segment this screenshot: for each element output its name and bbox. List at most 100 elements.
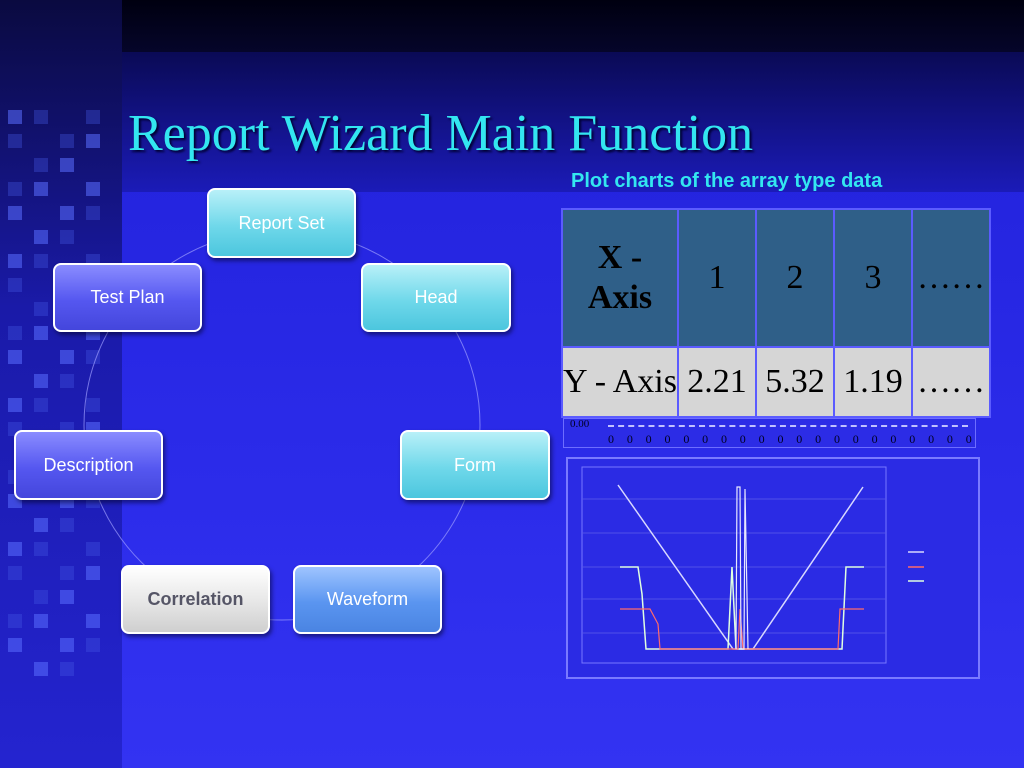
x-axis-row: X - Axis 1 2 3 …… — [561, 208, 991, 348]
decor-square — [8, 542, 22, 556]
decor-square — [34, 302, 48, 316]
x-cell: 1 — [677, 208, 757, 348]
decor-square — [60, 590, 74, 604]
slide-title: Report Wizard Main Function — [128, 105, 754, 162]
decor-square — [86, 350, 100, 364]
strip-tick: 0 — [965, 432, 972, 446]
y-axis-header: Y - Axis — [561, 345, 679, 419]
decor-square — [34, 590, 48, 604]
decor-square — [8, 254, 22, 268]
x-cell-ellipsis: …… — [911, 208, 991, 348]
decor-square — [8, 350, 22, 364]
decor-square — [34, 542, 48, 556]
y-cell: 1.19 — [833, 345, 913, 419]
node-label: Correlation — [147, 589, 244, 609]
decor-square — [34, 374, 48, 388]
y-cell: 5.32 — [755, 345, 835, 419]
decor-square — [34, 230, 48, 244]
top-dark-band — [122, 0, 1024, 52]
decor-square — [8, 326, 22, 340]
decor-square — [86, 614, 100, 628]
node-label: Report Set — [238, 212, 325, 233]
decor-square — [34, 110, 48, 124]
strip-tick: 0 — [928, 432, 935, 446]
decor-square — [86, 566, 100, 580]
strip-tick: 0 — [758, 432, 765, 446]
decor-square — [60, 230, 74, 244]
decor-square — [86, 206, 100, 220]
node-label: Test Plan — [90, 287, 165, 307]
decor-square — [60, 518, 74, 532]
strip-tick: 0 — [909, 432, 916, 446]
strip-zero-label: 0.00 — [570, 418, 590, 430]
decor-square — [34, 662, 48, 676]
y-axis-row: Y - Axis 2.21 5.32 1.19 …… — [561, 345, 991, 419]
xy-data-table: X - Axis 1 2 3 …… Y - Axis 2.21 5.32 1.1… — [561, 208, 991, 419]
node-label: Head — [414, 287, 458, 307]
decor-square — [8, 278, 22, 292]
decor-square — [8, 398, 22, 412]
node-description[interactable]: Description — [14, 430, 163, 500]
decor-square — [8, 638, 22, 652]
y-cell: 2.21 — [677, 345, 757, 419]
decor-square — [34, 614, 48, 628]
decor-square — [8, 134, 22, 148]
strip-tick: 0 — [683, 432, 690, 446]
strip-tick: 0 — [946, 432, 953, 446]
title-band — [122, 52, 1024, 192]
decor-square — [34, 326, 48, 340]
node-form[interactable]: Form — [400, 430, 550, 500]
strip-dashed-line — [608, 425, 968, 427]
strip-tick: 0 — [720, 432, 727, 446]
strip-tick: 0 — [739, 432, 746, 446]
strip-tick: 0 — [702, 432, 709, 446]
strip-tick: 0 — [852, 432, 859, 446]
node-correlation[interactable]: Correlation — [121, 565, 270, 634]
node-report-set[interactable]: Report Set — [207, 188, 356, 258]
decor-square — [8, 182, 22, 196]
strip-tick: 0 — [833, 432, 840, 446]
node-label: Form — [454, 454, 496, 475]
decor-square — [60, 638, 74, 652]
decor-square — [86, 638, 100, 652]
strip-tick: 0 — [645, 432, 652, 446]
decor-square — [60, 158, 74, 172]
decor-square — [60, 566, 74, 580]
table-caption: Plot charts of the array type data — [571, 170, 883, 192]
decor-square — [60, 374, 74, 388]
node-head[interactable]: Head — [361, 263, 511, 332]
node-label: Description — [43, 454, 134, 475]
left-square-pattern — [0, 110, 122, 710]
decor-square — [34, 182, 48, 196]
decor-square — [60, 134, 74, 148]
strip-tick: 0 — [796, 432, 803, 446]
x-cell: 3 — [833, 208, 913, 348]
decor-square — [86, 398, 100, 412]
node-test-plan[interactable]: Test Plan — [53, 263, 202, 332]
decor-square — [34, 254, 48, 268]
y-cell-ellipsis: …… — [911, 345, 991, 419]
decor-square — [34, 398, 48, 412]
decor-square — [60, 662, 74, 676]
strip-tick: 0 — [664, 432, 671, 446]
waveform-plot — [581, 466, 924, 664]
strip-tick: 0 — [871, 432, 878, 446]
decor-square — [34, 158, 48, 172]
decor-square — [34, 518, 48, 532]
x-axis-header: X - Axis — [561, 208, 679, 348]
decor-square — [60, 206, 74, 220]
strip-tick: 0 — [626, 432, 633, 446]
waveform-chart-thumbnail — [566, 457, 980, 679]
decor-square — [8, 566, 22, 580]
node-label: Waveform — [326, 589, 409, 609]
strip-tick: 0 — [608, 432, 614, 446]
decor-square — [86, 182, 100, 196]
decor-square — [86, 110, 100, 124]
strip-tick: 0 — [890, 432, 897, 446]
strip-tick: 0 — [815, 432, 822, 446]
decor-square — [8, 110, 22, 124]
node-waveform[interactable]: Waveform — [293, 565, 442, 634]
decor-square — [8, 206, 22, 220]
